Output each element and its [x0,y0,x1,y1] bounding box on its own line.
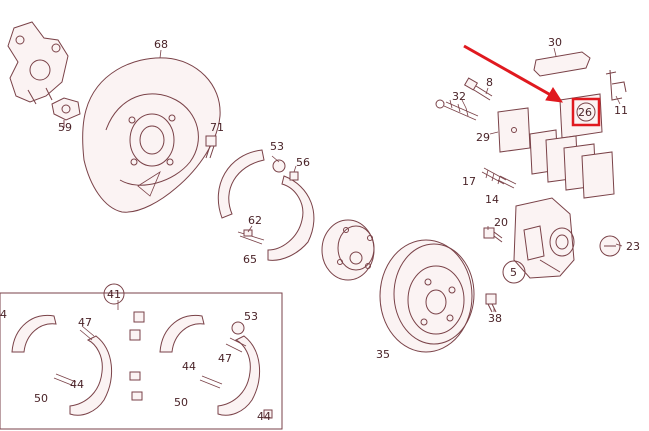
label-26: 26 [578,106,592,119]
label-35: 35 [376,348,390,361]
label-4: 4 [0,308,7,321]
label-50-left: 50 [34,392,48,405]
dust-shield [82,57,221,213]
label-56: 56 [296,156,310,169]
label-68: 68 [154,38,168,51]
wear-sensor-32 [435,99,479,121]
steering-knuckle [7,21,69,105]
callout-circle-5 [502,260,526,284]
bolt-71 [205,135,217,159]
label-47-left: 47 [78,316,92,329]
pin-8 [463,77,493,101]
label-23: 23 [626,240,640,253]
brake-disc [379,239,475,353]
spring-clip-11 [605,69,627,101]
bolt-38 [485,293,497,313]
label-38: 38 [488,312,502,325]
brake-caliper [513,197,575,279]
label-41: 41 [107,288,121,301]
label-30: 30 [548,36,562,49]
label-47-right: 47 [218,352,232,365]
wheel-hub [321,219,375,281]
label-53: 53 [270,140,284,153]
label-14: 14 [485,193,499,206]
label-11: 11 [614,104,628,117]
label-32: 32 [452,90,466,103]
bolt-20 [483,227,503,243]
label-8: 8 [486,76,493,89]
label-53-kit: 53 [244,310,258,323]
label-17: 17 [462,175,476,188]
spring-clip-30 [533,51,591,77]
bracket-59 [51,97,81,128]
label-65: 65 [243,253,257,266]
callout-circle-41 [103,283,125,305]
parts-kit-41 [0,292,283,430]
label-44-left: 44 [70,378,84,391]
bleeder-valve [481,167,517,189]
callout-circle-26 [576,102,596,122]
leader-lines [117,47,623,312]
label-29: 29 [476,131,490,144]
label-71: 71 [210,121,224,134]
highlight-box [571,97,601,127]
label-62: 62 [248,214,262,227]
label-20: 20 [494,216,508,229]
label-44-right: 44 [257,410,271,423]
anti-squeal-shim-29 [497,107,531,153]
label-59: 59 [58,121,72,134]
label-5: 5 [510,266,517,279]
label-50-right: 50 [174,396,188,409]
pointer-arrow [463,44,563,103]
label-44-middle: 44 [182,360,196,373]
parking-brake-shoe [217,149,315,261]
dust-cap-23 [599,235,621,257]
